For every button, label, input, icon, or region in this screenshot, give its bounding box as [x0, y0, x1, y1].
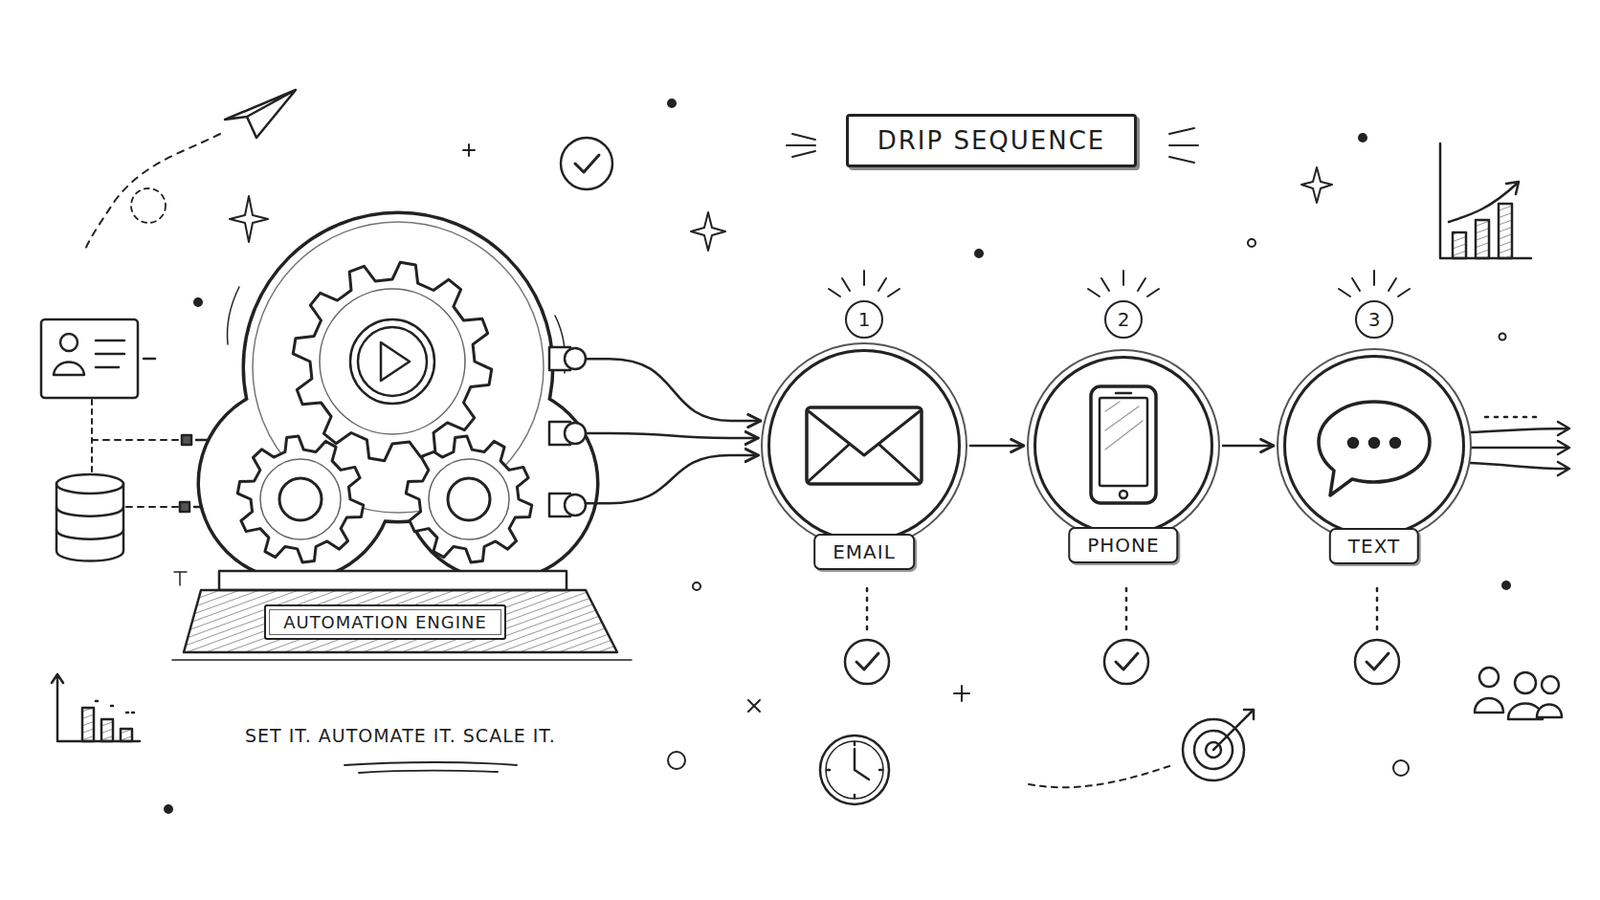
people-icon: [1474, 667, 1562, 720]
engine-base: [172, 571, 632, 661]
engine-node: AUTOMATION ENGINE: [178, 200, 586, 653]
channel-label: PHONE: [1067, 527, 1178, 564]
gear-ring: [428, 459, 510, 540]
phone-icon: [1090, 386, 1156, 504]
gear: [292, 262, 491, 461]
envelope-icon: [806, 407, 922, 485]
gear-ring: [260, 459, 341, 540]
check-marks: [560, 137, 1400, 685]
gear: [237, 436, 363, 563]
clock-icon: [820, 735, 889, 805]
callout-number: 1: [844, 300, 884, 339]
connector: [585, 358, 761, 422]
channel-circle: EMAIL: [767, 349, 961, 543]
tagline-text: SET IT. AUTOMATE IT. SCALE IT.: [244, 725, 556, 747]
engine-plaque: AUTOMATION ENGINE: [264, 604, 507, 641]
callout-number: 3: [1355, 300, 1394, 339]
connector: [585, 433, 758, 439]
channel-label: EMAIL: [813, 533, 915, 571]
play-symbol: [350, 319, 435, 404]
decor-marks: [164, 99, 1511, 814]
title-banner: DRIP SEQUENCE: [845, 113, 1138, 168]
connector: [585, 455, 758, 504]
channel-circle: TEXT: [1283, 355, 1466, 537]
exit-arrows: [1469, 417, 1570, 476]
contact-card-icon: [41, 319, 156, 473]
connector: [970, 444, 1024, 448]
connector: [1222, 444, 1274, 448]
database-icon: [56, 435, 217, 562]
channel-label: TEXT: [1329, 528, 1420, 565]
growth-chart-icon: [1440, 143, 1532, 259]
callout-number: 2: [1104, 300, 1143, 339]
bar-chart-icon: [51, 674, 140, 742]
gear-hub: [447, 478, 490, 521]
gear-hub: [279, 478, 322, 521]
paper-plane: [84, 89, 296, 254]
gear-ring: [319, 288, 466, 435]
chat-bubble-icon: [1318, 401, 1430, 496]
gears: [237, 262, 532, 563]
engine-housing: [200, 214, 597, 579]
channel-circle: PHONE: [1033, 355, 1214, 536]
target-icon: [1028, 710, 1254, 788]
